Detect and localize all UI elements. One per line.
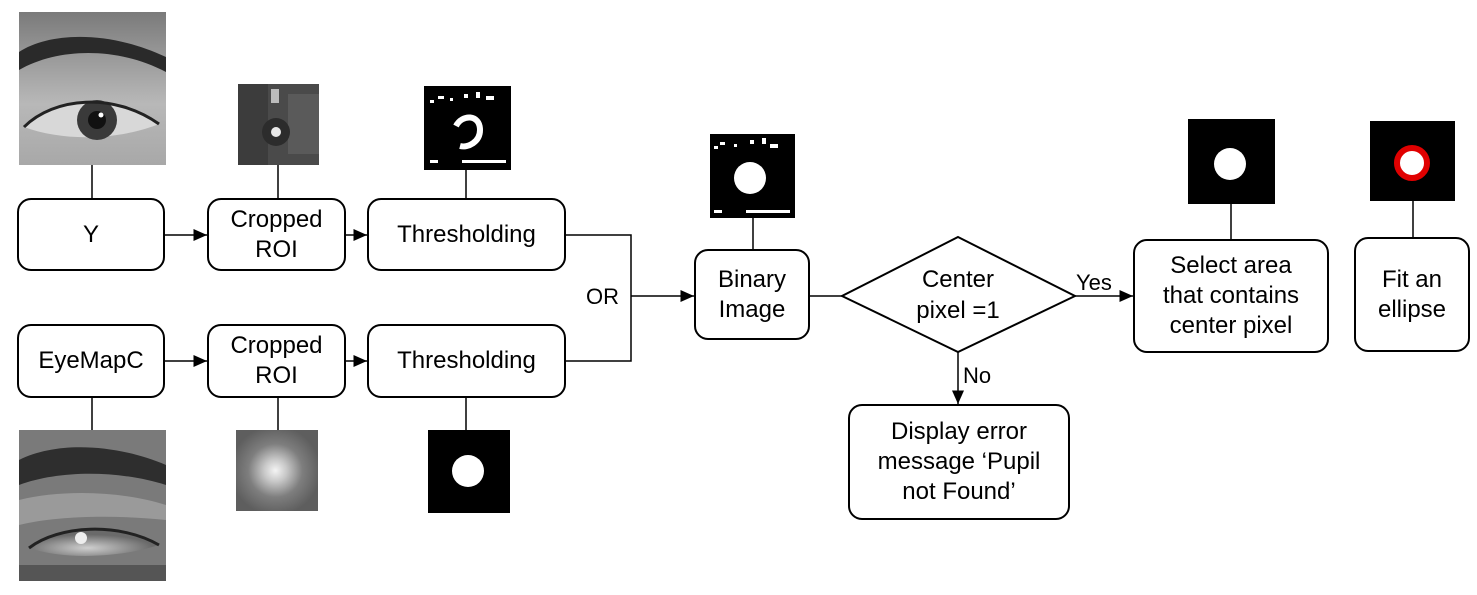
eye-y-image	[19, 12, 166, 165]
threshold-top-image	[424, 86, 511, 170]
cropped-roi-top-image	[238, 84, 319, 165]
fit-ellipse-box: Fit an ellipse	[1354, 237, 1470, 352]
no-label: No	[963, 363, 992, 388]
binary-image-box: Binary Image	[694, 249, 810, 340]
decision-diamond	[839, 235, 1078, 354]
decision-label: Center pixel =1	[916, 266, 1000, 325]
select-area-box: Select area that contains center pixel	[1133, 239, 1329, 353]
cropped-roi-top-box: Cropped ROI	[207, 198, 346, 271]
eye-eyemapc-image	[19, 430, 166, 581]
selected-area-image	[1188, 119, 1275, 204]
error-message-box: Display error message ‘Pupil not Found’	[848, 404, 1070, 520]
yes-label: Yes	[1076, 270, 1112, 295]
thresholding-top-box: Thresholding	[367, 198, 566, 271]
cropped-roi-bottom-box: Cropped ROI	[207, 324, 346, 398]
eyemapc-box: EyeMapC	[17, 324, 165, 398]
binary-image-thumbnail	[710, 134, 795, 218]
thresholding-bottom-box: Thresholding	[367, 324, 566, 398]
threshold-bottom-image	[428, 430, 510, 513]
or-label: OR	[586, 284, 619, 309]
y-channel-box: Y	[17, 198, 165, 271]
cropped-roi-bottom-image	[236, 430, 318, 511]
fit-ellipse-image	[1370, 121, 1455, 201]
